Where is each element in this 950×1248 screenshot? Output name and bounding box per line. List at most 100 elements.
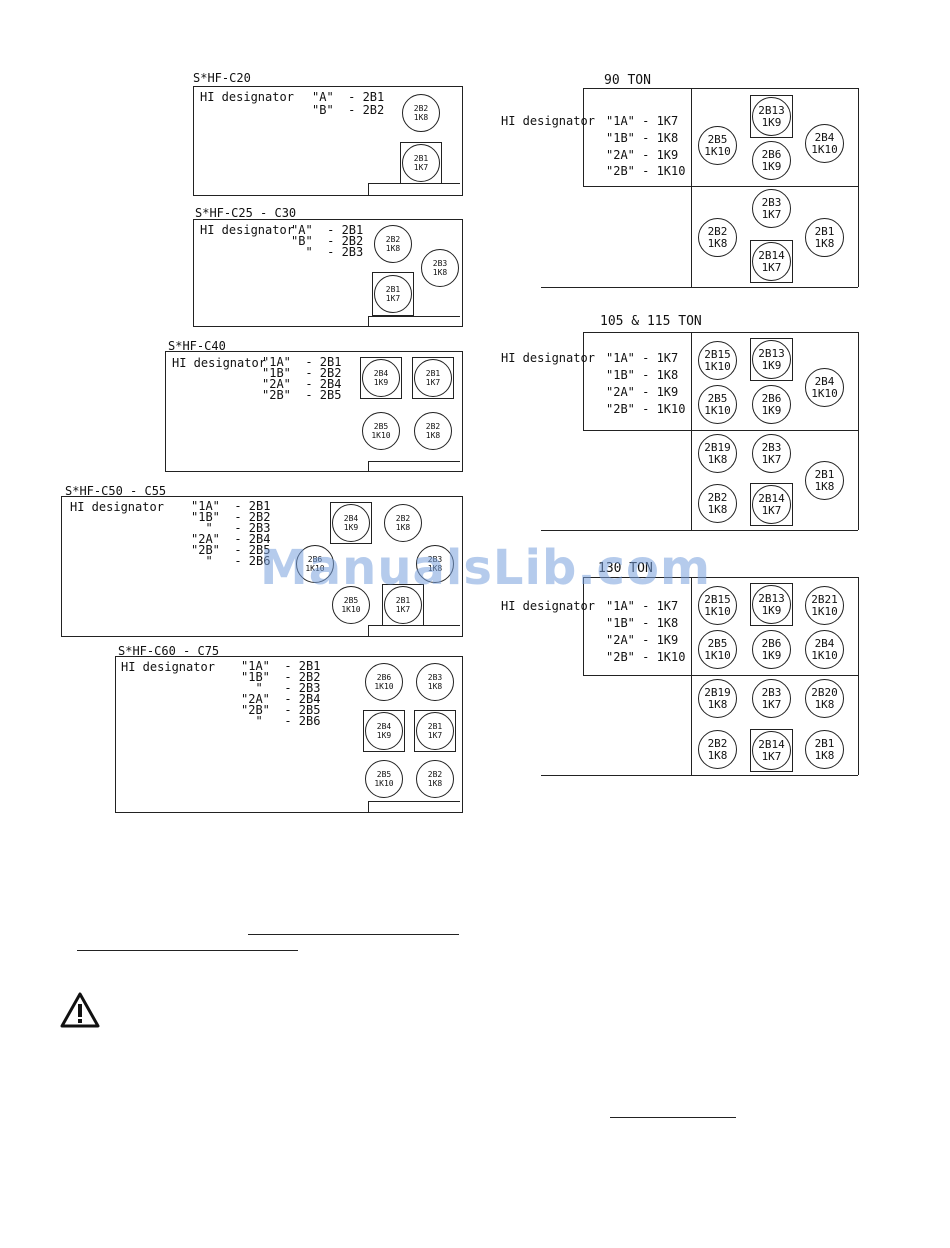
grid-left — [583, 577, 584, 675]
c20-line: "B" - 2B2 — [312, 103, 385, 117]
t130-line: "2A" - 1K9 — [606, 633, 679, 647]
circuit-square — [750, 483, 793, 526]
c60-line: "1B" - 2B2 — [241, 670, 321, 684]
t130-line: "1A" - 1K7 — [606, 599, 679, 613]
circuit-square — [363, 710, 405, 752]
c40-line: "1B" - 2B2 — [262, 366, 342, 380]
t130-line: "2B" - 1K10 — [606, 650, 686, 664]
grid-right — [858, 577, 859, 775]
c20-title: S*HF-C20 — [193, 71, 251, 85]
c60-hi-label: HI designator — [121, 660, 215, 674]
t105-title: 105 & 115 TON — [600, 314, 702, 329]
t90-line: "2B" - 1K10 — [606, 164, 686, 178]
c60-line: "2A" - 2B4 — [241, 692, 321, 706]
text-rule — [248, 934, 459, 935]
circuit-square — [412, 357, 454, 399]
base-tick — [368, 801, 369, 813]
circuit-square — [330, 502, 372, 544]
watermark: ManualsLib.com — [260, 540, 711, 596]
t130-title: 130 TON — [598, 561, 653, 576]
circuit-square — [750, 240, 793, 283]
c50-title: S*HF-C50 - C55 — [65, 484, 167, 498]
c40-panel — [165, 351, 463, 472]
circuit-square — [750, 338, 793, 381]
grid-left — [583, 332, 584, 430]
c50-line: "2B" - 2B5 — [191, 543, 271, 557]
c60-line: "1A" - 2B1 — [241, 659, 321, 673]
t90-line: "1B" - 1K8 — [606, 131, 679, 145]
c25-line: "A" - 2B1 — [291, 223, 364, 237]
c60-panel — [115, 656, 463, 813]
t90-hi-label: HI designator — [501, 114, 595, 128]
c60-title: S*HF-C60 - C75 — [118, 644, 220, 658]
c50-line: " - 2B6 — [191, 554, 271, 568]
c50-panel — [61, 496, 463, 637]
grid-bottom — [541, 775, 858, 776]
base-tick — [368, 625, 369, 637]
text-rule — [77, 950, 298, 951]
grid-mid — [583, 186, 858, 187]
t105-line: "2B" - 1K10 — [606, 402, 686, 416]
c40-line: "2A" - 2B4 — [262, 377, 342, 391]
c50-line: "1A" - 2B1 — [191, 499, 271, 513]
c20-hi-label: HI designator — [200, 90, 294, 104]
text-rule — [610, 1117, 736, 1118]
c20-panel — [193, 86, 463, 196]
c25-title: S*HF-C25 - C30 — [195, 206, 297, 220]
grid-divider — [691, 332, 692, 530]
t130-line: "1B" - 1K8 — [606, 616, 679, 630]
base-tick — [368, 316, 369, 327]
t90-title: 90 TON — [604, 73, 651, 88]
grid-divider — [691, 577, 692, 775]
c25-panel — [193, 219, 463, 327]
t90-line: "1A" - 1K7 — [606, 114, 679, 128]
base-tick — [368, 183, 369, 196]
grid-top — [583, 577, 858, 578]
c60-line: "2B" - 2B5 — [241, 703, 321, 717]
circuit-square — [750, 95, 793, 138]
c40-line: "1A" - 2B1 — [262, 355, 342, 369]
grid-top — [583, 332, 858, 333]
c50-line: "2A" - 2B4 — [191, 532, 271, 546]
grid-right — [858, 332, 859, 530]
circuit-square — [414, 710, 456, 752]
circuit-square — [750, 729, 793, 772]
base-line — [368, 625, 460, 626]
grid-right — [858, 88, 859, 287]
c50-line: " - 2B3 — [191, 521, 271, 535]
base-tick — [368, 461, 369, 472]
